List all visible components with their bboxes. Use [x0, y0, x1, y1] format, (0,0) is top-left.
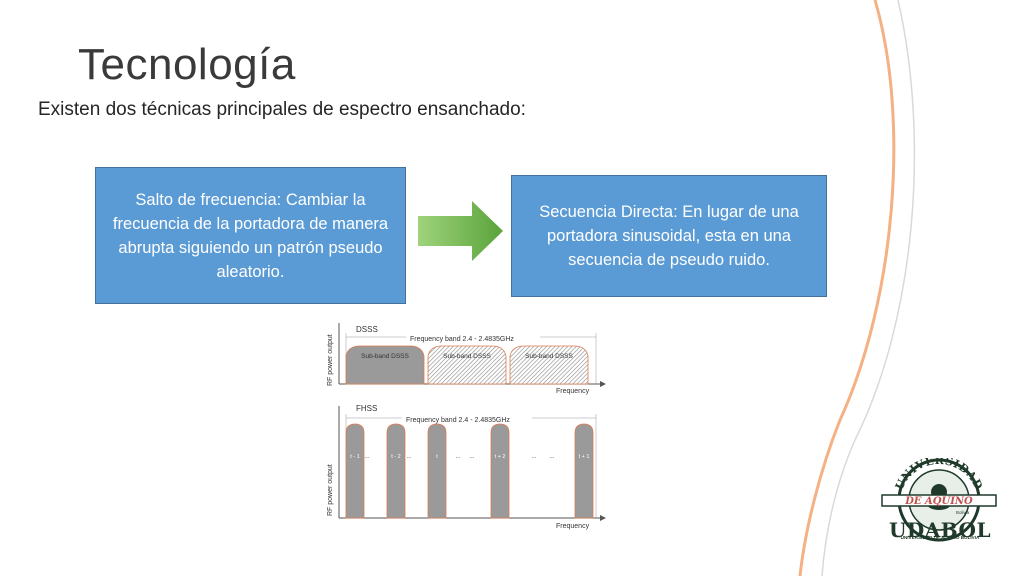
dsss-xlabel: Frequency	[556, 388, 590, 395]
fhss-pulse-label: t + 2	[495, 454, 506, 460]
fhss-pulse-label: t - 1	[350, 454, 359, 460]
frequency-hopping-text: Salto de frecuencia: Cambiar la frecuenc…	[112, 190, 389, 281]
logo-name: UDABOL	[888, 518, 992, 542]
udabol-logo: UNIVERSIDAD DE AQUINO Bolivia	[881, 458, 997, 542]
direct-sequence-box: Secuencia Directa: En lugar de una porta…	[511, 175, 827, 297]
dsss-subband-1	[345, 345, 425, 385]
slide-title: Tecnología	[78, 40, 296, 89]
fhss-gap-label: ...	[455, 454, 460, 460]
fhss-pulse-label: t + 1	[579, 454, 590, 460]
fhss-label: FHSS	[356, 404, 377, 413]
fhss-pulse	[386, 423, 406, 519]
fhss-pulse	[574, 423, 594, 519]
fhss-xlabel: Frequency	[556, 523, 590, 530]
fhss-pulse-label: t - 2	[391, 454, 400, 460]
fhss-band-label: Frequency band 2.4 - 2.4835GHz	[406, 417, 510, 424]
fhss-ylabel: RF power output	[327, 464, 334, 516]
dsss-subband-1-label: Sub-band DSSS	[361, 353, 409, 360]
direct-sequence-text: Secuencia Directa: En lugar de una porta…	[539, 203, 799, 269]
fhss-gap-label: ...	[549, 454, 554, 460]
dsss-subband-2-label: Sub-band DSSS	[443, 353, 491, 360]
fhss-panel: FHSS Frequency band 2.4 - 2.4835GHz t - …	[327, 404, 606, 530]
fhss-gap-label: ...	[531, 454, 536, 460]
fhss-pulse-label: t	[436, 454, 438, 460]
dsss-subband-3	[509, 345, 589, 385]
fhss-pulse	[490, 423, 510, 519]
fhss-pulse	[345, 423, 365, 519]
dsss-label: DSSS	[356, 325, 378, 334]
logo-ring-mid: DE AQUINO	[904, 496, 973, 507]
dsss-ylabel: RF power output	[327, 334, 334, 386]
dsss-subband-3-label: Sub-band DSSS	[525, 353, 573, 360]
dsss-band-label: Frequency band 2.4 - 2.4835GHz	[410, 336, 514, 343]
fhss-gap-label: ...	[364, 454, 369, 460]
fhss-gap-label: ...	[406, 454, 411, 460]
spread-spectrum-figure: DSSS Frequency band 2.4 - 2.4835GHz Sub-…	[327, 323, 606, 530]
slide-subtitle: Existen dos técnicas principales de espe…	[38, 99, 526, 120]
dsss-panel: DSSS Frequency band 2.4 - 2.4835GHz Sub-…	[327, 323, 606, 395]
right-arrow-icon	[418, 201, 503, 261]
fhss-pulse	[427, 423, 447, 519]
fhss-gap-label: ...	[469, 454, 474, 460]
dsss-subband-2	[427, 345, 507, 385]
frequency-hopping-box: Salto de frecuencia: Cambiar la frecuenc…	[95, 167, 406, 304]
logo-ring-small: Bolivia	[956, 510, 970, 515]
logo-subtitle: UNIVERSIDAD DE AQUINO BOLIVIA	[900, 535, 980, 540]
